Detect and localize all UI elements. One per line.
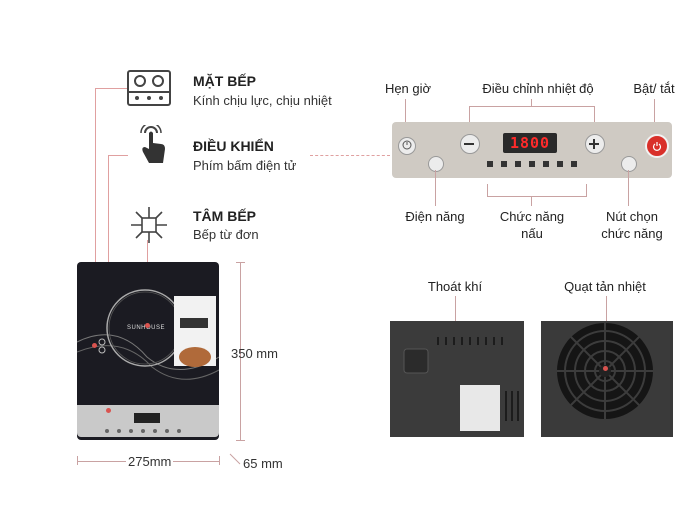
connector-line — [455, 296, 456, 334]
temperature-display: 1800 — [503, 133, 557, 153]
depth-dimension-mark — [229, 453, 241, 465]
height-dimension-tick — [236, 440, 245, 441]
feature-subtitle: Kính chịu lực, chịu nhiệt — [193, 93, 332, 108]
leader-line — [95, 88, 127, 89]
induction-coil-icon — [131, 207, 167, 243]
width-dimension-label: 275mm — [126, 454, 174, 469]
leader-line — [95, 88, 96, 346]
wattage-button[interactable] — [428, 156, 444, 172]
cooktop-surface-icon — [127, 70, 171, 106]
temperature-label: Điều chỉnh nhiệt độ — [482, 81, 594, 96]
feature-subtitle: Bếp từ đơn — [193, 227, 259, 242]
height-dimension-label: 350 mm — [231, 346, 278, 361]
cooking-function-label: Chức năng nấu — [499, 209, 565, 241]
feature-title: ĐIỀU KHIỂN — [193, 138, 274, 154]
function-select-button[interactable] — [621, 156, 637, 172]
vent-slots-illustration — [403, 337, 519, 431]
power-label: Bật/ tắt — [633, 81, 675, 96]
clock-icon — [402, 140, 412, 150]
connector-line — [531, 196, 532, 206]
connector-line — [469, 106, 470, 132]
marker-dot — [92, 343, 97, 348]
select-button-label: Nút chọn chức năng — [601, 209, 663, 241]
bottom-vent-photo — [390, 321, 524, 437]
connector-line — [487, 184, 488, 196]
brand-logo: SUNHOUSE — [127, 325, 166, 331]
connector-line — [531, 99, 532, 107]
width-dimension-tick — [77, 456, 78, 465]
timer-label: Hẹn giờ — [384, 81, 432, 96]
power-icon — [652, 142, 662, 151]
fan-label: Quạt tản nhiệt — [564, 279, 646, 294]
width-dimension-tick — [219, 456, 220, 465]
marker-dot — [603, 366, 608, 371]
depth-dimension-label: 65 mm — [243, 456, 283, 471]
touch-finger-icon — [140, 125, 165, 163]
feature-title: TÂM BẾP — [193, 208, 256, 224]
connector-line — [654, 99, 655, 132]
cooktop-mini-display — [134, 413, 160, 423]
connector-line — [469, 106, 595, 107]
fan-grille-illustration — [557, 323, 653, 419]
timer-button[interactable] — [398, 137, 416, 155]
connector-line — [435, 170, 436, 206]
height-dimension-line — [240, 262, 241, 440]
panel-link-line — [310, 155, 390, 156]
height-dimension-tick — [236, 262, 245, 263]
connector-line — [594, 106, 595, 132]
feature-subtitle: Phím bấm điện tử — [193, 158, 297, 173]
power-button[interactable] — [645, 134, 669, 158]
vent-label: Thoát khí — [427, 279, 483, 294]
connector-line — [628, 170, 629, 206]
leader-line — [108, 155, 128, 156]
feature-title: MẶT BẾP — [193, 73, 256, 89]
wattage-label: Điện năng — [405, 209, 465, 224]
plus-icon-vertical — [593, 139, 595, 149]
marker-dot — [106, 408, 111, 413]
cooktop-buttons — [105, 429, 181, 433]
bottom-fan-photo — [541, 321, 673, 437]
connector-line — [405, 99, 406, 132]
minus-icon — [464, 143, 474, 145]
marker-dot — [145, 323, 150, 328]
function-buttons-row — [487, 161, 577, 167]
connector-line — [487, 196, 587, 197]
cooktop-glass-illustration — [77, 289, 219, 380]
connector-line — [586, 184, 587, 196]
